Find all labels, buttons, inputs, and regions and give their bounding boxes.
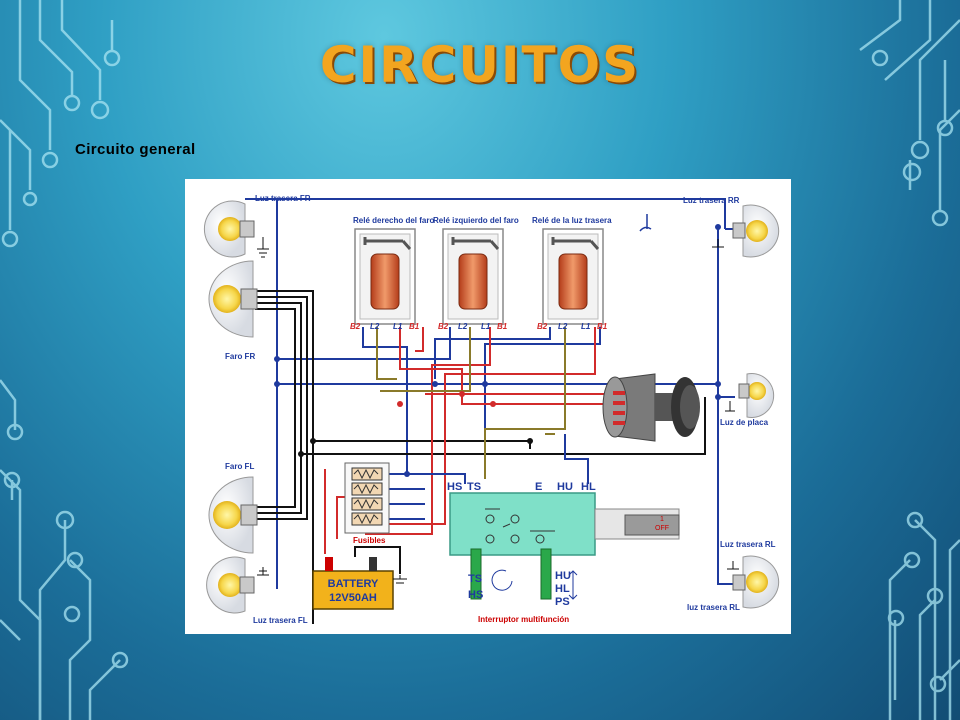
label-battery-2: 12V50AH xyxy=(329,592,377,604)
label-head-fr: Faro FR xyxy=(225,352,255,361)
label-tail-rl-lower: luz trasera RL xyxy=(687,603,740,612)
slide-subtitle: Circuito general xyxy=(75,141,196,158)
label-relay-tail: Relé de la luz trasera xyxy=(532,216,612,225)
relay3-pin-l1: L1 xyxy=(581,322,591,331)
label-tail-rl-upper: Luz trasera RL xyxy=(720,540,776,549)
slide-title: CIRCUITOS xyxy=(319,36,641,94)
label-plate: Luz de placa xyxy=(720,418,769,427)
terminal-hl: HL xyxy=(581,481,596,493)
label-head-fl: Faro FL xyxy=(225,462,254,471)
relay3-pin-l2: L2 xyxy=(558,322,568,331)
relay3-pin-b2: B2 xyxy=(537,322,548,331)
terminal-hu: HU xyxy=(557,481,573,493)
label-multiswitch: Interruptor multifunción xyxy=(478,615,569,624)
legend-hs: HS xyxy=(468,589,483,601)
legend-ts: TS xyxy=(468,573,482,585)
relay2-pin-b1: B1 xyxy=(497,322,508,331)
plate-lamp-icon xyxy=(725,373,775,418)
label-tail-fl: Luz trasera FL xyxy=(253,616,308,625)
legend-hl: HL xyxy=(555,583,570,595)
stalk-label-off: OFF xyxy=(655,525,669,532)
label-tail-fr: Luz trasera FR xyxy=(255,194,311,203)
terminal-e: E xyxy=(535,481,542,493)
relay1-pin-b2: B2 xyxy=(350,322,361,331)
tail-lamp-fl-icon xyxy=(206,556,269,614)
relay-right-headlamp-icon xyxy=(354,228,416,325)
relay2-pin-b2: B2 xyxy=(438,322,449,331)
multifunction-switch-icon xyxy=(449,492,680,600)
relay2-pin-l2: L2 xyxy=(458,322,468,331)
label-tail-rr: Luz trasera RR xyxy=(683,196,740,205)
terminal-hs: HS xyxy=(447,481,462,493)
ignition-switch-icon xyxy=(602,373,700,442)
label-fuses: Fusibles xyxy=(353,536,386,545)
flasher-icon xyxy=(639,214,652,232)
circuit-diagram-svg: Luz trasera FR Faro FR Faro FL Luz trase… xyxy=(203,194,780,625)
relay-tail-icon xyxy=(542,228,604,325)
fuse-block-icon xyxy=(344,462,390,534)
relay1-pin-l1: L1 xyxy=(393,322,403,331)
label-relay-right: Relé derecho del faro xyxy=(353,216,434,225)
relay3-pin-b1: B1 xyxy=(597,322,608,331)
tail-lamp-rr-icon xyxy=(712,204,780,258)
tail-lamp-rl-icon xyxy=(727,555,780,609)
headlamp-fl-icon xyxy=(208,476,258,554)
legend-hu: HU xyxy=(555,570,571,582)
relay-left-headlamp-icon xyxy=(442,228,504,325)
terminal-ts: TS xyxy=(467,481,481,493)
relay2-pin-l1: L1 xyxy=(481,322,491,331)
label-battery-1: BATTERY xyxy=(328,578,379,590)
legend-ps: PS xyxy=(555,596,570,608)
relay1-pin-l2: L2 xyxy=(370,322,380,331)
tail-lamp-fr-icon xyxy=(203,200,269,258)
battery-icon xyxy=(312,557,407,610)
stalk-label-1: 1 xyxy=(660,516,664,523)
label-relay-left: Relé izquierdo del faro xyxy=(433,216,519,225)
relay1-pin-b1: B1 xyxy=(409,322,420,331)
wire-junctions xyxy=(274,224,721,477)
headlamp-fr-icon xyxy=(208,260,258,338)
circuit-diagram: Luz trasera FR Faro FR Faro FL Luz trase… xyxy=(185,179,791,634)
